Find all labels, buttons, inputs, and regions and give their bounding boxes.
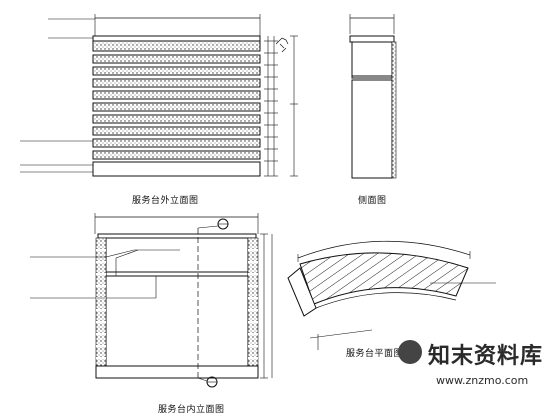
stone-band: [92, 90, 261, 100]
plan-arc-dimension: [297, 240, 471, 259]
plan-counter: [299, 252, 469, 305]
side-elevation: [349, 14, 397, 179]
back-countertop: [97, 233, 257, 239]
watermark-text-cn: 知末资料库: [428, 344, 544, 369]
stone-band: [92, 150, 261, 160]
back-elevation: [30, 213, 273, 388]
watermark-logo-icon: [398, 340, 422, 364]
countertop: [92, 35, 261, 42]
caption-back-elevation: 服务台内立面图: [158, 405, 225, 415]
skirting: [92, 161, 261, 177]
side-top: [349, 35, 395, 43]
stone-band: [92, 78, 261, 88]
caption-front-elevation: 服务台外立面图: [132, 196, 199, 206]
counter-detail: [275, 37, 289, 53]
back-frame: [105, 237, 249, 369]
stone-band: [92, 54, 261, 64]
stone-band: [92, 102, 261, 112]
side-stone-edge: [391, 41, 397, 179]
caption-plan-view: 服务台平面图: [346, 349, 404, 359]
stone-band: [92, 114, 261, 124]
stone-band: [92, 66, 261, 76]
stone-band: [92, 138, 261, 148]
back-skirting: [95, 365, 259, 379]
stone-band: [92, 40, 261, 52]
plan-view: [287, 240, 496, 350]
front-elevation: [20, 14, 298, 177]
side-upper-panel: [351, 41, 393, 79]
caption-side-elevation: 侧面图: [358, 196, 387, 206]
side-lower-panel: [351, 79, 393, 179]
watermark-text-en: www.znzmo.com: [436, 374, 529, 387]
stone-band: [92, 126, 261, 136]
watermark: 知末资料库 www.znzmo.com: [398, 328, 550, 410]
back-shelf: [105, 271, 249, 277]
